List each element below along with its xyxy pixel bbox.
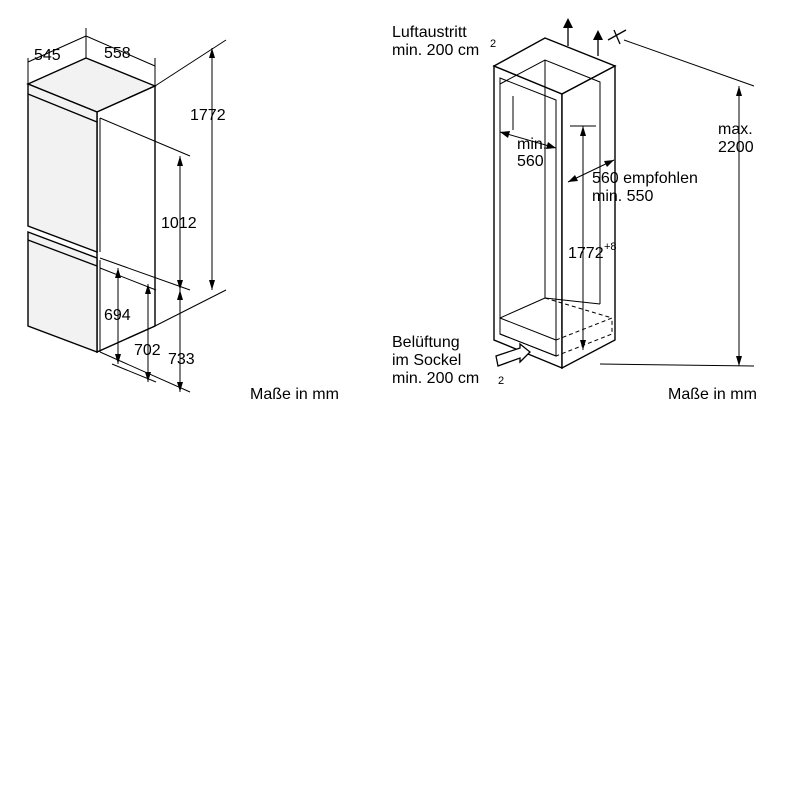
vent-sub: 2 (498, 375, 504, 387)
niche-front-frame (493, 64, 563, 370)
recommended-label-1: 560 empfohlen (592, 170, 698, 187)
air-outlet-label-1: Luftaustritt (392, 24, 467, 41)
units-caption-right: Maße in mm (668, 386, 757, 403)
niche-drawing: Luftaustritt min. 200 cm 2 min. 560 560 … (392, 18, 757, 403)
vent-label-3: min. 200 cm (392, 370, 479, 387)
air-outlet-label-2: min. 200 cm (392, 42, 479, 59)
niche-height-label: 1772 (568, 245, 604, 262)
vent-label-1: Belüftung (392, 334, 460, 351)
dim-label-height: 1772 (190, 107, 226, 124)
appliance-upper-door (27, 82, 98, 254)
min-width-label-2: 560 (517, 153, 544, 170)
max-height-label-2: 2200 (718, 139, 754, 156)
appliance-lower-door (27, 230, 98, 354)
recommended-label-2: min. 550 (592, 188, 653, 205)
max-height-label-1: max. (718, 121, 753, 138)
niche-height-sup: +8 (604, 241, 617, 253)
dim-label-694: 694 (104, 307, 131, 324)
dim-label-depth: 545 (34, 47, 61, 64)
appliance-drawing: 545 558 1772 1012 694 702 733 Maße in mm (26, 28, 339, 403)
units-caption-left: Maße in mm (250, 386, 339, 403)
dim-label-702: 702 (134, 342, 161, 359)
dim-label-width: 558 (104, 45, 131, 62)
dim-label-upper: 1012 (161, 215, 197, 232)
dim-label-733: 733 (168, 351, 195, 368)
air-outlet-sup: 2 (490, 38, 496, 50)
vent-inlet-arrow (495, 342, 531, 367)
niche-side (561, 64, 616, 370)
min-width-label-1: min. (517, 136, 547, 153)
vent-label-2: im Sockel (392, 352, 461, 369)
